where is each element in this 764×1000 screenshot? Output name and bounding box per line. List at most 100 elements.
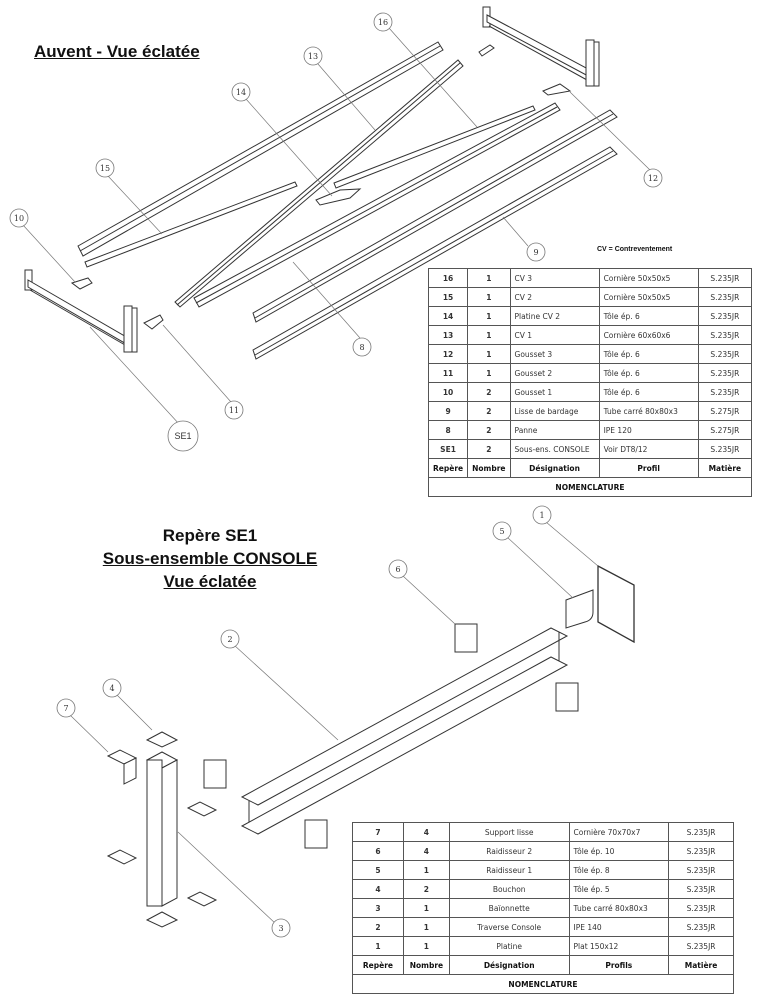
cell-designation: Sous-ens. CONSOLE bbox=[509, 439, 600, 459]
cell-profil: Plat 150x12 bbox=[568, 936, 670, 956]
svg-text:15: 15 bbox=[100, 164, 110, 173]
console-title-line2: Sous-ensemble CONSOLE bbox=[102, 549, 318, 568]
plate-platine-cv2 bbox=[315, 188, 362, 206]
balloon-1: 1 bbox=[532, 505, 552, 525]
cell-matiere: S.235JR bbox=[697, 325, 753, 345]
cell-designation: Raidisseur 2 bbox=[448, 841, 570, 861]
cell-matiere: S.235JR bbox=[668, 898, 734, 918]
cell-nombre: 1 bbox=[402, 936, 450, 956]
beam-lisse-1 bbox=[252, 109, 618, 323]
balloon-13: 13 bbox=[303, 46, 323, 66]
svg-text:3: 3 bbox=[278, 924, 283, 933]
cell-repere: 1 bbox=[352, 936, 404, 956]
cell-profil: Cornière 50x50x5 bbox=[598, 268, 699, 288]
cell-profil: IPE 120 bbox=[598, 420, 699, 440]
cell-nombre: 1 bbox=[402, 898, 450, 918]
cell-matiere: S.235JR bbox=[697, 268, 753, 288]
cell-designation: Support lisse bbox=[448, 822, 570, 842]
cell-repere: 16 bbox=[427, 268, 469, 288]
cell-designation: Raidisseur 1 bbox=[448, 860, 570, 880]
svg-text:9: 9 bbox=[533, 248, 538, 257]
cell-nombre: 2 bbox=[402, 879, 450, 899]
cell-matiere: S.235JR bbox=[697, 363, 753, 383]
cell-repere: 7 bbox=[352, 822, 404, 842]
cell-repere: 3 bbox=[352, 898, 404, 918]
cell-matiere: S.235JR bbox=[697, 439, 753, 459]
cell-matiere: S.235JR bbox=[668, 841, 734, 861]
cell-matiere: S.275JR bbox=[697, 401, 753, 421]
balloon-15: 15 bbox=[95, 158, 115, 178]
cell-profil: Cornière 60x60x6 bbox=[598, 325, 699, 345]
cell-profil: Tôle ép. 6 bbox=[598, 344, 699, 364]
cell-profil: Tôle ép. 10 bbox=[568, 841, 670, 861]
console-title: Repère SE1 Sous-ensemble CONSOLE Vue écl… bbox=[90, 524, 330, 593]
balloon-16: 16 bbox=[373, 12, 393, 32]
beam-panne-8 bbox=[193, 102, 561, 308]
balloons: 16 13 14 15 10 12 9 8 11 SE1 1 5 6 2 4 7… bbox=[9, 12, 663, 938]
cell-matiere: S.235JR bbox=[668, 936, 734, 956]
svg-text:14: 14 bbox=[236, 88, 246, 97]
gusset-12 bbox=[542, 83, 572, 96]
balloon-8: 8 bbox=[352, 337, 372, 357]
cell-repere: 10 bbox=[427, 382, 469, 402]
cell-designation: Bouchon bbox=[448, 879, 570, 899]
cell-profil: Tôle ép. 5 bbox=[568, 879, 670, 899]
balloon-se1: SE1 bbox=[167, 420, 199, 452]
balloon-14: 14 bbox=[231, 82, 251, 102]
cv-legend-note: CV = Contreventement bbox=[597, 246, 673, 253]
cell-repere: 6 bbox=[352, 841, 404, 861]
cell-profil: Tôle ép. 8 bbox=[568, 860, 670, 880]
gusset-10 bbox=[70, 277, 93, 290]
balloon-4: 4 bbox=[102, 678, 122, 698]
auvent-drawing bbox=[22, 6, 651, 426]
svg-text:4: 4 bbox=[109, 684, 114, 693]
cell-profil: Cornière 50x50x5 bbox=[598, 287, 699, 307]
svg-text:10: 10 bbox=[14, 214, 24, 223]
column-header: Désignation bbox=[509, 458, 600, 478]
column-header: Désignation bbox=[448, 955, 570, 975]
cell-designation: CV 1 bbox=[509, 325, 600, 345]
table-caption: NOMENCLATURE bbox=[428, 477, 752, 497]
plate-bouchon-bottom bbox=[145, 911, 179, 928]
beam-cv1 bbox=[174, 59, 464, 308]
cell-designation: Gousset 3 bbox=[509, 344, 600, 364]
console-left bbox=[24, 269, 138, 353]
balloon-5: 5 bbox=[492, 521, 512, 541]
cell-nombre: 1 bbox=[467, 344, 511, 364]
cell-designation: Platine bbox=[448, 936, 570, 956]
console-title-line3: Vue éclatée bbox=[163, 572, 257, 591]
cell-repere: 13 bbox=[427, 325, 469, 345]
svg-text:11: 11 bbox=[229, 406, 239, 415]
cell-designation: Panne bbox=[509, 420, 600, 440]
gusset-top bbox=[478, 44, 495, 57]
angle-support-lisse bbox=[106, 749, 218, 907]
cell-repere: 15 bbox=[427, 287, 469, 307]
gusset-11 bbox=[143, 314, 164, 330]
plate-bouchon-top bbox=[145, 731, 179, 748]
cell-nombre: 2 bbox=[467, 420, 511, 440]
balloon-10: 10 bbox=[9, 208, 29, 228]
console-leaders bbox=[69, 521, 599, 925]
cell-nombre: 1 bbox=[467, 325, 511, 345]
svg-text:2: 2 bbox=[227, 635, 232, 644]
column-header: Matière bbox=[668, 955, 734, 975]
svg-text:13: 13 bbox=[308, 52, 318, 61]
balloon-6: 6 bbox=[388, 559, 408, 579]
svg-text:1: 1 bbox=[539, 511, 544, 520]
svg-text:12: 12 bbox=[648, 174, 658, 183]
cell-profil: IPE 140 bbox=[568, 917, 670, 937]
cell-nombre: 1 bbox=[402, 860, 450, 880]
beam-traverse-console bbox=[240, 627, 569, 835]
cell-nombre: 4 bbox=[402, 841, 450, 861]
